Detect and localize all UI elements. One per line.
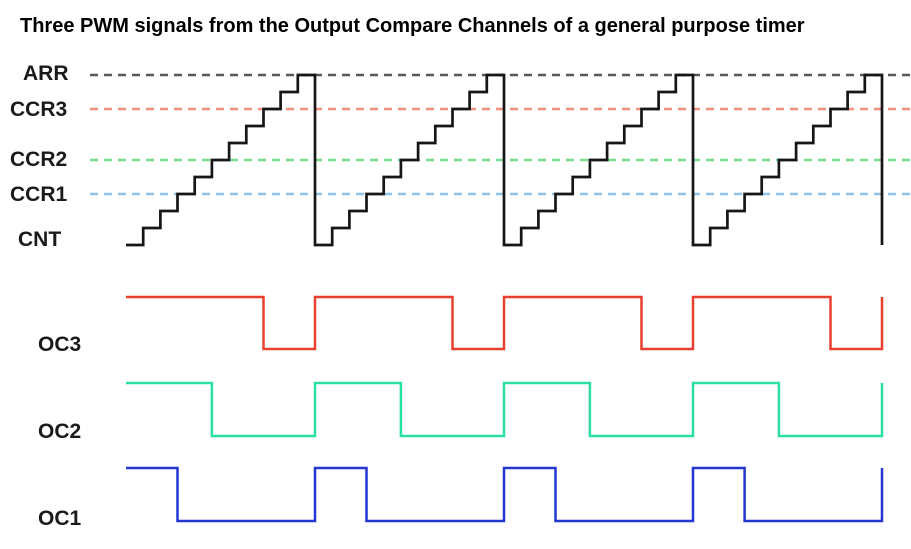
ccr3-label: CCR3 [10, 98, 67, 121]
oc1-waveform [126, 466, 884, 523]
oc3-label: OC3 [38, 333, 81, 356]
oc3-waveform [126, 295, 884, 351]
oc1-label: OC1 [38, 507, 82, 530]
cnt-label: CNT [18, 228, 61, 251]
cnt-counter-waveform [126, 73, 884, 247]
arr-label: ARR [23, 62, 69, 85]
diagram-title: Three PWM signals from the Output Compar… [20, 15, 805, 37]
oc2-waveform [126, 381, 884, 438]
ccr2-label: CCR2 [10, 148, 67, 171]
oc2-label: OC2 [38, 420, 81, 443]
ccr1-label: CCR1 [10, 183, 67, 206]
